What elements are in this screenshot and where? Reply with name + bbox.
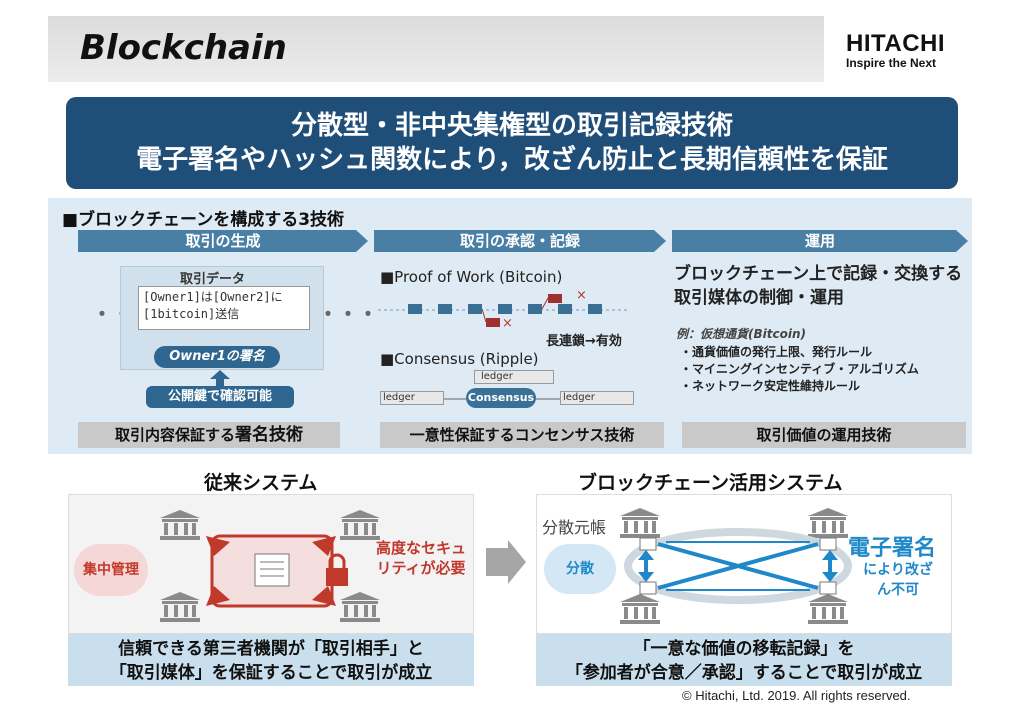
summary-banner: 分散型・非中央集権型の取引記録技術 電子署名やハッシュ関数により，改ざん防止と長…	[66, 97, 958, 189]
column-header-operation: 運用	[672, 230, 968, 252]
longest-chain-note: 長連鎖→有効	[546, 334, 622, 349]
transaction-data-title: 取引データ	[180, 272, 246, 287]
central-system-graphic	[160, 510, 380, 622]
transition-arrow-icon	[486, 540, 526, 584]
central-management: 集中管理	[74, 544, 148, 596]
bank-icon	[160, 592, 200, 622]
bank-icon	[808, 594, 848, 624]
footer-operation-tech: 取引価値の運用技術	[682, 422, 966, 448]
bullet-item: ・マイニングインセンティブ・アルゴリズム	[680, 362, 919, 376]
reject-icon-1: ×	[576, 288, 587, 303]
footer-signature-tech: 取引内容保証する署名技術	[78, 422, 340, 448]
public-key-verify: 公開鍵で確認可能	[146, 386, 294, 408]
column-header-generation: 取引の生成	[78, 230, 368, 252]
consensus-label: ■Consensus (Ripple)	[380, 350, 539, 368]
legacy-caption-line-2: 「取引媒体」を保証することで取引が成立	[109, 663, 433, 683]
operation-description: ブロックチェーン上で記録・交換する取引媒体の制御・運用	[674, 264, 963, 308]
legacy-title: 従来システム	[204, 472, 318, 494]
bank-icon	[340, 510, 380, 540]
footer-consensus-tech: 一意性保証するコンセンサス技術	[380, 422, 664, 448]
pow-label: ■Proof of Work (Bitcoin)	[380, 268, 563, 286]
consensus-node: Consensus	[466, 388, 536, 408]
chain-diagram	[378, 294, 628, 327]
distributed-badge: 分散	[544, 544, 616, 594]
operation-example: 例：仮想通貨(Bitcoin)	[676, 327, 806, 341]
ledger-right: ledger	[560, 391, 634, 405]
distributed-ledger-label: 分散元帳	[542, 518, 607, 537]
chain-blocks	[378, 294, 628, 327]
lock-icon	[326, 553, 348, 586]
bank-icon	[340, 592, 380, 622]
banner-line-1: 分散型・非中央集権型の取引記録技術	[290, 111, 733, 141]
operation-bullets: ・通貨価値の発行上限、発行ルール ・マイニングインセンティブ・アルゴリズム ・ネ…	[680, 344, 970, 395]
security-note: 高度なセキュリティが必要	[375, 539, 466, 577]
logo-tagline: Inspire the Next	[846, 56, 937, 70]
column-header-approval: 取引の承認・記録	[374, 230, 666, 252]
footer-signature-emph: 署名技術	[235, 425, 303, 445]
panel-heading: ■ブロックチェーンを構成する3技術	[62, 210, 345, 230]
transaction-data-text: [Owner1]は[Owner2]に[1bitcoin]送信	[138, 286, 310, 330]
logo-name: HITACHI	[846, 30, 946, 57]
blockchain-caption-line-1: 「一意な価値の移転記録」を	[633, 639, 855, 659]
bank-icon	[160, 510, 200, 540]
tamper-proof-note: により改ざん不可	[863, 562, 933, 598]
legacy-caption: 信頼できる第三者機関が「取引相手」と 「取引媒体」を保証することで取引が成立	[68, 634, 474, 686]
footer-signature-prefix: 取引内容保証する	[114, 426, 235, 444]
copyright: © Hitachi, Ltd. 2019. All rights reserve…	[682, 688, 911, 703]
legacy-caption-line-1: 信頼できる第三者機関が「取引相手」と	[118, 639, 424, 659]
digital-signature-label: 電子署名	[848, 536, 937, 561]
ledger-left: ledger	[380, 391, 444, 405]
ledger-top: ledger	[474, 370, 554, 384]
bank-icon	[808, 508, 848, 538]
blockchain-title: ブロックチェーン活用システム	[578, 472, 843, 494]
bullet-item: ・ネットワーク安定性維持ルール	[680, 379, 861, 393]
page-title: Blockchain	[80, 28, 287, 68]
bullet-item: ・通貨価値の発行上限、発行ルール	[680, 345, 873, 359]
reject-icon-2: ×	[502, 316, 513, 331]
owner-signature: Owner1の署名	[154, 346, 280, 368]
p2p-network-graphic	[620, 508, 852, 624]
header-band	[48, 16, 824, 82]
banner-line-2: 電子署名やハッシュ関数により，改ざん防止と長期信頼性を保証	[136, 145, 888, 175]
hitachi-logo: HITACHI Inspire the Next	[846, 32, 976, 72]
consensus-links	[444, 398, 560, 400]
blockchain-caption: 「一意な価値の移転記録」を 「参加者が合意／承認」することで取引が成立	[536, 634, 952, 686]
blockchain-caption-line-2: 「参加者が合意／承認」することで取引が成立	[565, 663, 923, 683]
up-arrow-icon	[210, 370, 230, 388]
bank-icon	[620, 594, 660, 624]
bank-icon	[620, 508, 660, 538]
ellipsis-right: ・・・	[318, 302, 378, 326]
